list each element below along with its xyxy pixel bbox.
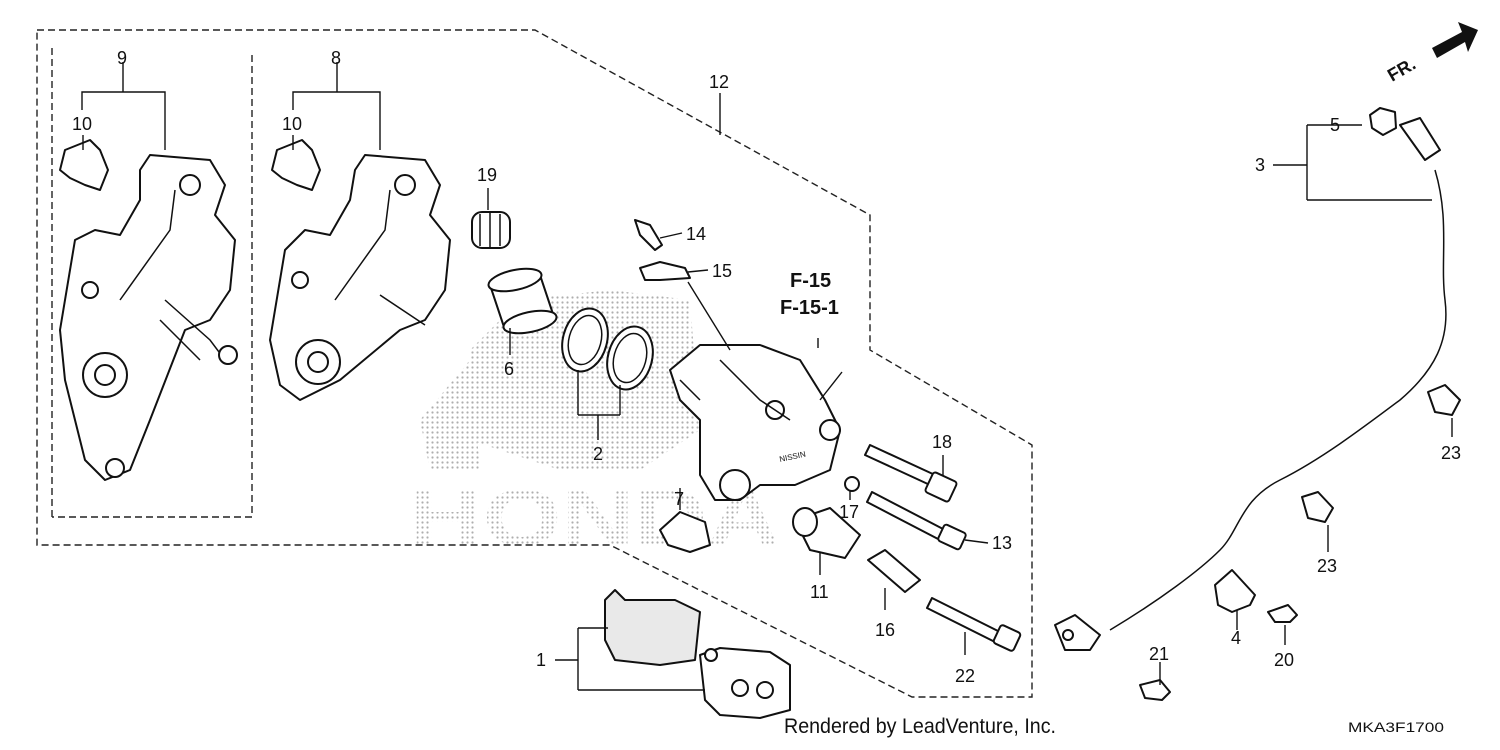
bleeder-screw-15 [639, 261, 691, 281]
callout-1: 1 [536, 650, 546, 670]
bolt-20 [1267, 604, 1298, 623]
caliper-assembly-boundary [36, 29, 1033, 698]
callout-7: 7 [674, 489, 684, 509]
leader-lines [81, 62, 1453, 691]
reference-label-f15-1: F-15-1 [780, 297, 839, 319]
boot-11 [792, 507, 861, 559]
callout-14: 14 [686, 224, 706, 244]
pin-bolt-18 [864, 444, 958, 503]
reference-label-f15: F-15 [790, 270, 831, 292]
pad-spring-10-left [59, 139, 109, 191]
piston-6 [487, 267, 558, 335]
bracket-9-boundary [51, 45, 253, 518]
piston-seal-2a [561, 307, 609, 373]
callout-17: 17 [839, 502, 859, 522]
footer-credit: Rendered by LeadVenture, Inc. [784, 715, 1056, 738]
callout-10-middle: 10 [282, 114, 302, 134]
callout-6: 6 [504, 359, 514, 379]
bolt-21 [1139, 679, 1171, 701]
sleeve-16 [867, 549, 921, 593]
sensor-bracket-4 [1214, 569, 1256, 613]
caliper-bracket-9 [59, 154, 238, 481]
callout-8: 8 [331, 48, 341, 68]
callout-numbers: 1 2 3 4 5 6 7 8 9 10 10 11 12 13 14 15 1… [72, 48, 1461, 686]
callout-9: 9 [117, 48, 127, 68]
boot-19 [471, 211, 511, 249]
callout-18: 18 [932, 432, 952, 452]
callout-5: 5 [1330, 115, 1340, 135]
callout-11: 11 [810, 582, 829, 602]
pad-spring-10-middle [271, 139, 321, 191]
callout-4: 4 [1231, 628, 1241, 648]
caliper-body-12: NISSIN [669, 344, 841, 501]
bleeder-cap-14 [634, 219, 663, 251]
brake-pad-set-1 [604, 589, 791, 719]
callout-21: 21 [1149, 644, 1169, 664]
piston-seal-2a-inner [567, 314, 603, 366]
callout-22: 22 [955, 666, 975, 686]
callout-16: 16 [875, 620, 895, 640]
diagram-code: MKA3F1700 [1348, 719, 1444, 735]
pin-13 [866, 491, 967, 551]
clamp-23-lower [1301, 491, 1334, 523]
callout-23-lower: 23 [1317, 556, 1337, 576]
bolt-22 [926, 597, 1022, 652]
front-arrow-icon [1432, 22, 1478, 58]
pad-retainer-7 [659, 511, 711, 553]
callout-10-left: 10 [72, 114, 92, 134]
callout-15: 15 [712, 261, 732, 281]
dust-seal-2b [606, 325, 654, 391]
front-label: FR. [1384, 54, 1419, 86]
grommet-5 [1369, 107, 1397, 136]
callout-13: 13 [992, 533, 1012, 553]
callout-12: 12 [709, 72, 729, 92]
dust-seal-2b-inner [612, 332, 648, 384]
clamp-23-upper [1427, 384, 1461, 416]
callout-3: 3 [1255, 155, 1265, 175]
caliper-bracket-8 [269, 154, 451, 401]
callout-23-upper: 23 [1441, 443, 1461, 463]
cap-17 [844, 476, 860, 492]
callout-2: 2 [593, 444, 603, 464]
callout-20: 20 [1274, 650, 1294, 670]
callout-19: 19 [477, 165, 497, 185]
wheel-speed-sensor-3 [1054, 117, 1447, 651]
